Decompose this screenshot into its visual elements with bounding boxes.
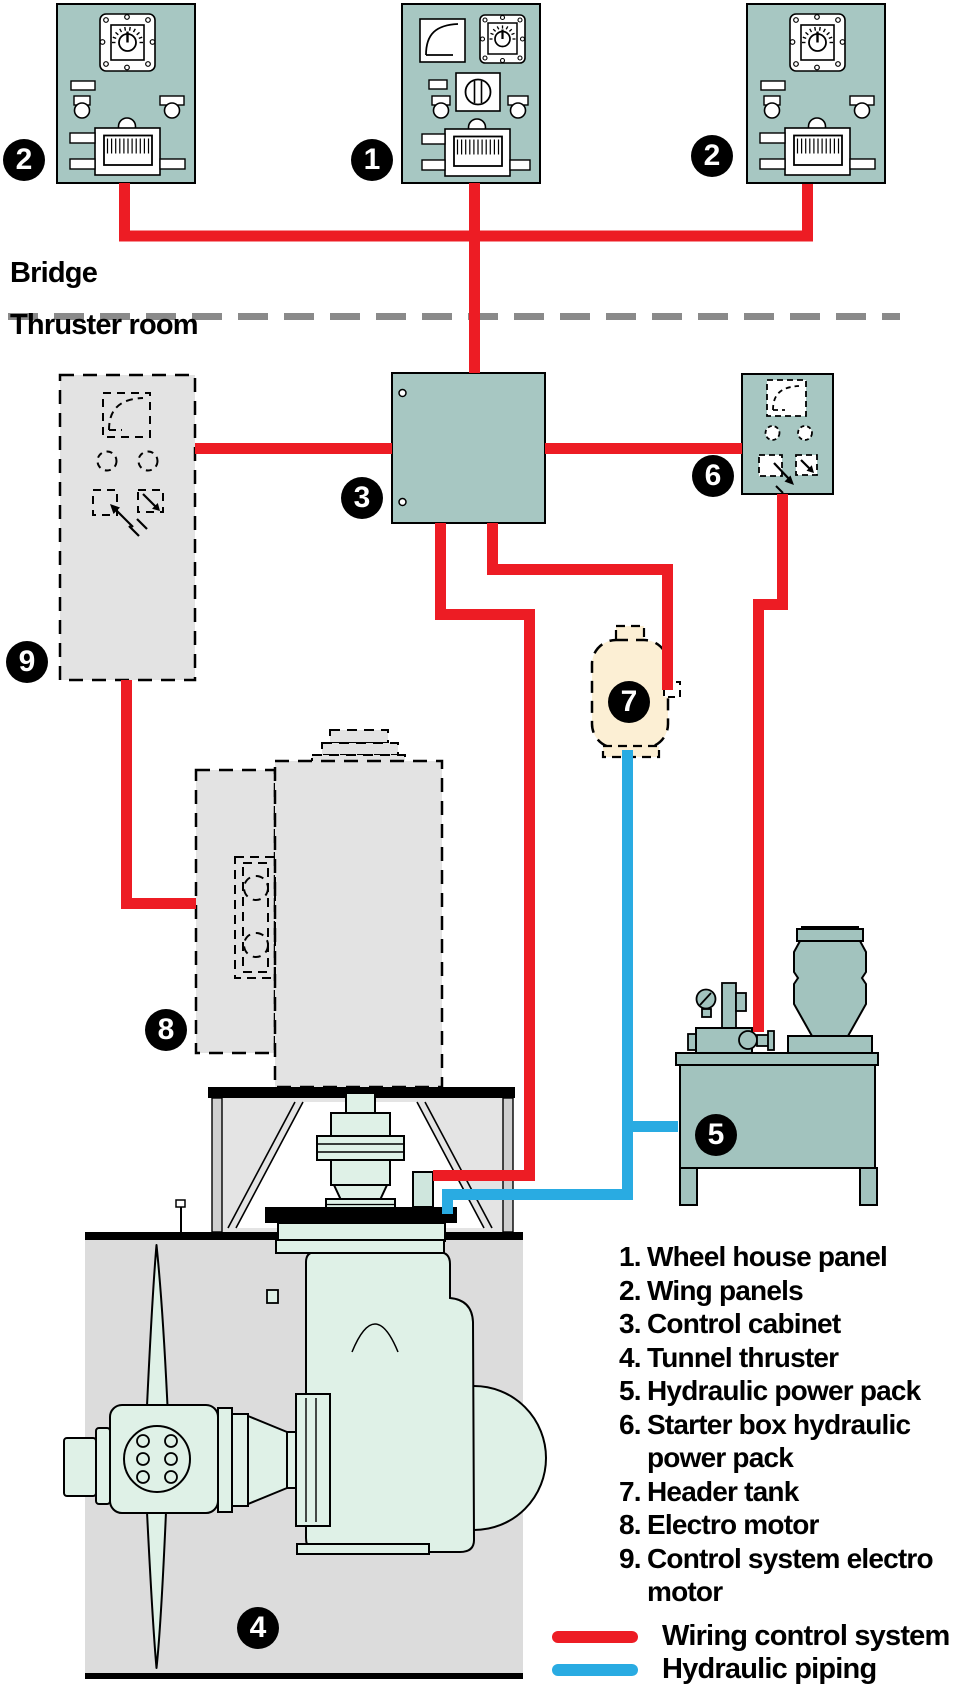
pump-motor: [787, 926, 873, 1054]
wheel-house-panel: [401, 3, 541, 184]
legend-item: 1.Wheel house panel: [619, 1241, 888, 1272]
gearbox: [266, 1251, 547, 1555]
gearbox-shoulder: [275, 1239, 445, 1254]
button-right: [507, 95, 529, 119]
badge-wing-panel-right: 2: [691, 135, 733, 177]
wiring-key-label: Wiring control system: [662, 1620, 950, 1652]
propeller: [63, 1244, 219, 1669]
badge-wheel-house-panel: 1: [351, 139, 393, 181]
pressure-gauge-icon: [687, 982, 775, 1054]
indicator-light-icon: [797, 425, 813, 441]
legend: 1.Wheel house panel 2.Wing panels 3.Cont…: [619, 1240, 966, 1609]
tunnel-thruster: [63, 1232, 547, 1679]
electro-motor: [194, 729, 444, 1089]
hydraulic-piping-lines: [442, 750, 678, 1214]
legend-item: 8.Electro motor: [619, 1509, 819, 1540]
legend-item: 6.Starter box hydraulic power pack: [619, 1408, 911, 1474]
wiring-control-lines: [119, 183, 813, 1181]
badge-electro-motor: 8: [145, 1009, 187, 1051]
wing-panel-right: [745, 2, 887, 185]
badge-control-system-electro-motor: 9: [6, 641, 48, 683]
gauge-icon: [419, 18, 466, 63]
badge-starter-box: 6: [692, 455, 734, 497]
badge-wing-panel-left: 2: [3, 139, 45, 181]
hydraulic-line-swatch: [552, 1664, 638, 1676]
badge-header-tank: 7: [608, 681, 650, 723]
bridge-label: Bridge: [10, 257, 98, 289]
wire-cabinet-to-headertank: [487, 523, 673, 690]
badge-hydraulic-power-pack: 5: [695, 1114, 737, 1156]
bearing-icon: [234, 856, 276, 979]
control-system-electro-motor: [58, 373, 197, 682]
rotary-dial-icon: [479, 14, 526, 64]
legend-item: 3.Control cabinet: [619, 1308, 841, 1339]
legend-item: 9.Control system electro motor: [619, 1542, 934, 1608]
badge-control-cabinet: 3: [341, 477, 383, 519]
badge-tunnel-thruster: 4: [237, 1607, 279, 1649]
indicator-light-icon: [764, 425, 781, 441]
hydraulic-power-pack: [675, 926, 879, 1206]
wing-panel-left: [55, 2, 197, 185]
potentiometer-icon: [455, 72, 501, 112]
mounting-flange: [265, 1207, 457, 1223]
wiring-line-swatch: [552, 1631, 638, 1643]
button-left: [431, 95, 451, 119]
wire-bridge-connector: [119, 183, 813, 242]
flange-adapter: [277, 1222, 446, 1242]
starter-box-hydraulic-power-pack: [741, 373, 834, 495]
gauge-icon: [102, 392, 151, 438]
lever-slot-icon: [421, 118, 531, 177]
switch-arrow-icon: [92, 489, 148, 537]
thruster-room-label: Thruster room: [10, 309, 199, 341]
thruster-connection-block: [412, 1171, 434, 1208]
control-cabinet: [391, 372, 546, 524]
wire-starterbox-to-powerpack: [753, 494, 788, 1032]
pipe-headertank-to-thruster: [442, 750, 633, 1214]
hydraulic-key-label: Hydraulic piping: [662, 1653, 877, 1685]
switch-arrow-icon: [137, 489, 164, 513]
switch-arrow-icon: [758, 454, 794, 494]
indicator-light-icon: [137, 450, 159, 472]
gauge-icon: [766, 379, 807, 417]
switch-arrow-icon: [795, 454, 818, 476]
wire-motor9-to-motor8: [121, 680, 196, 909]
indicator-light-icon: [96, 450, 118, 472]
legend-item: 4.Tunnel thruster: [619, 1341, 839, 1373]
legend-item: 2.Wing panels: [619, 1274, 804, 1306]
legend-item: 5.Hydraulic power pack: [619, 1375, 921, 1406]
legend-item: 7.Header tank: [619, 1475, 799, 1507]
wire-cabinet-to-thruster: [433, 523, 535, 1181]
